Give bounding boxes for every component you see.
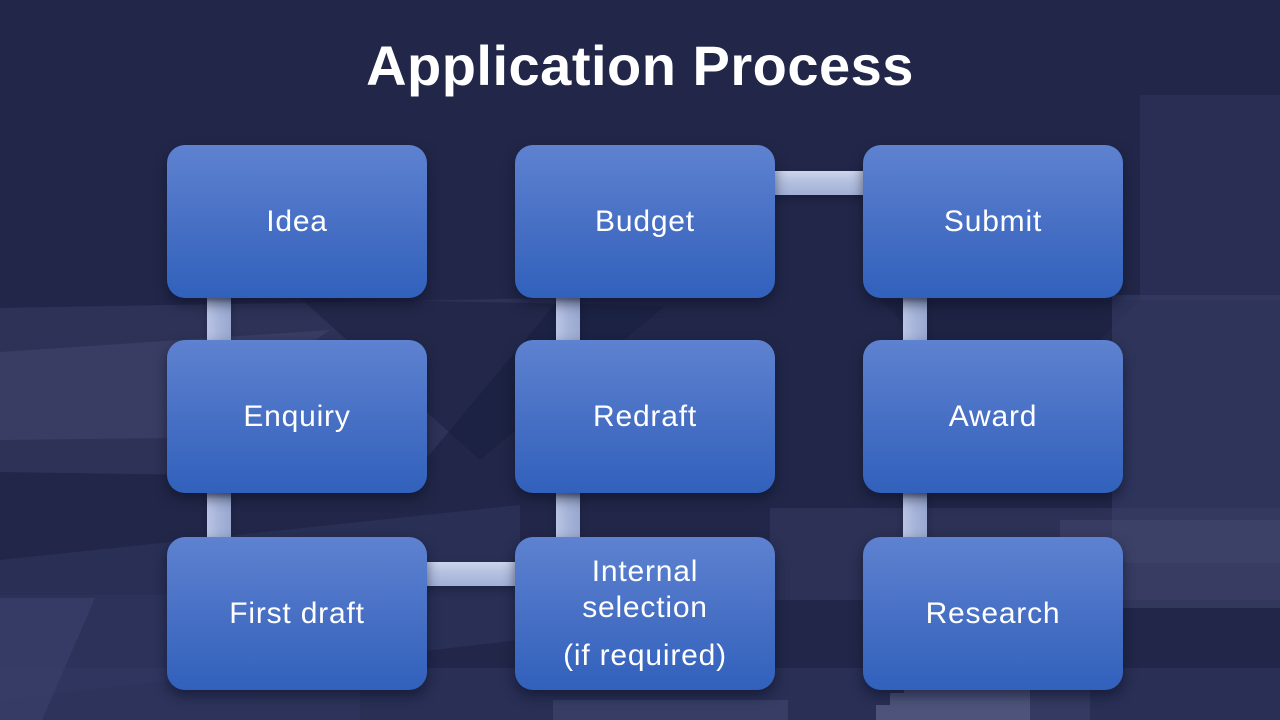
node-first-draft[interactable]: First draft [167, 537, 427, 690]
node-redraft[interactable]: Redraft [515, 340, 775, 493]
connector-first-draft-internal-selection [422, 562, 522, 586]
connector-internal-selection-redraft [556, 488, 580, 542]
node-idea[interactable]: Idea [167, 145, 427, 298]
node-enquiry[interactable]: Enquiry [167, 340, 427, 493]
node-label: Budget [595, 204, 695, 238]
node-award[interactable]: Award [863, 340, 1123, 493]
node-label: Redraft [593, 399, 697, 433]
node-research[interactable]: Research [863, 537, 1123, 690]
node-label: Submit [943, 204, 1043, 238]
connector-redraft-budget [556, 292, 580, 346]
connector-submit-award [903, 292, 927, 346]
connector-enquiry-first-draft [207, 488, 231, 542]
node-label: Enquiry [243, 399, 351, 433]
node-label: Idea [266, 204, 328, 238]
page-title: Application Process [366, 34, 914, 97]
node-label: Award [948, 399, 1038, 433]
node-sublabel: (if required) [563, 638, 727, 672]
node-budget[interactable]: Budget [515, 145, 775, 298]
node-label: Research [925, 596, 1061, 630]
connector-award-research [903, 488, 927, 542]
node-internal-selection[interactable]: Internal selection (if required) [515, 537, 775, 690]
connector-budget-submit [770, 171, 870, 195]
node-submit[interactable]: Submit [863, 145, 1123, 298]
node-label: First draft [229, 596, 365, 630]
node-label: Internal selection [582, 554, 708, 624]
connector-idea-enquiry [207, 292, 231, 346]
